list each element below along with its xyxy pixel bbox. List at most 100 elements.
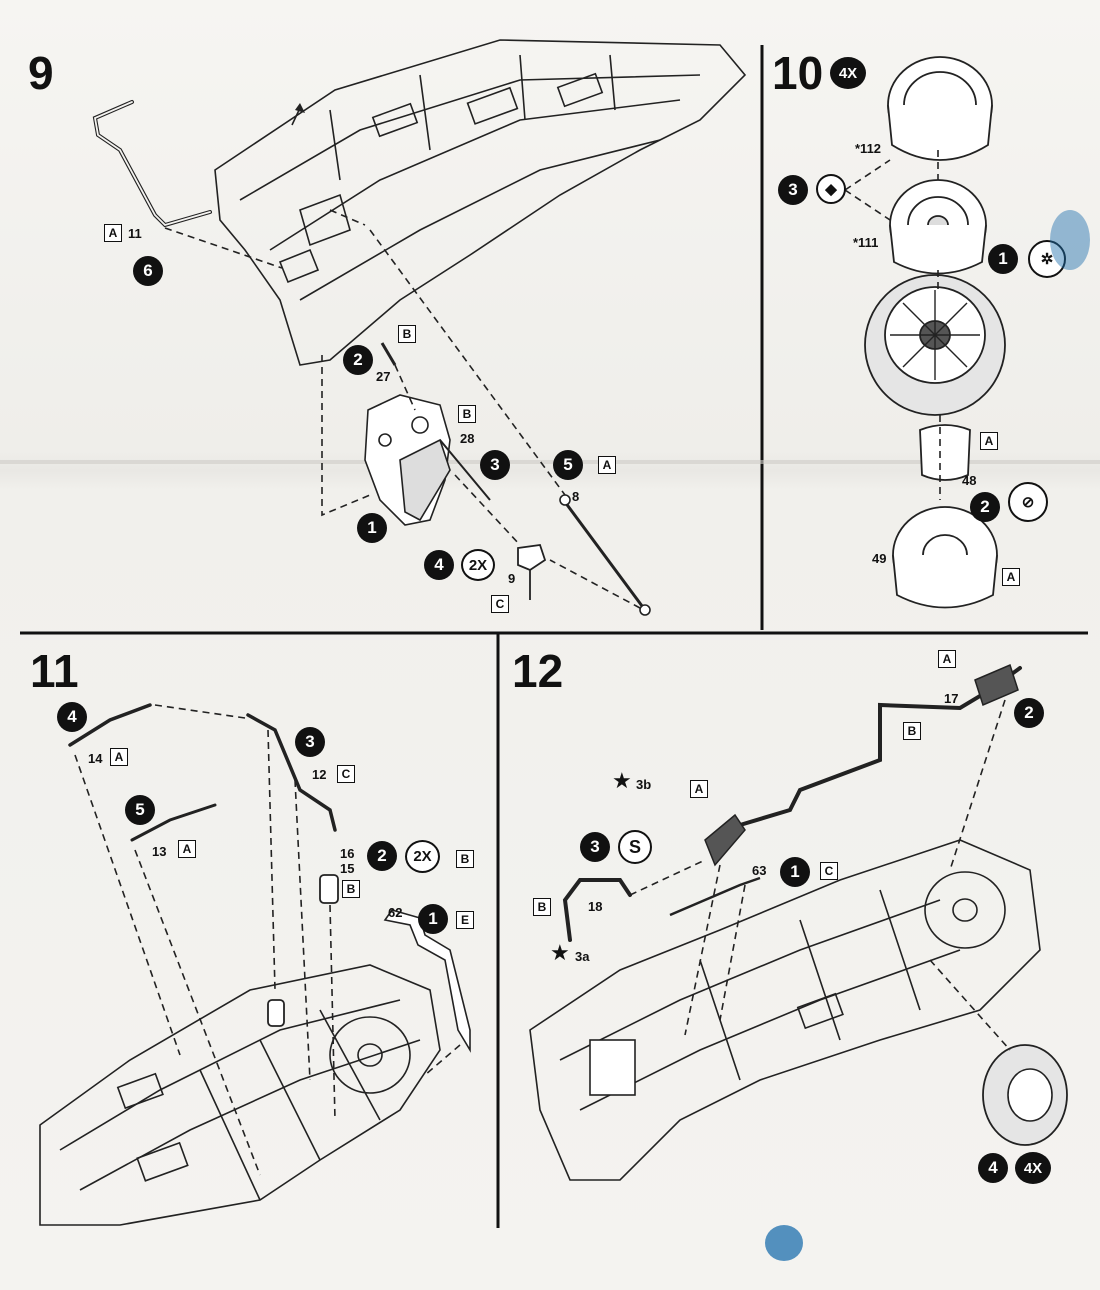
step9-leaders: [164, 209, 641, 609]
s10-part-48: 48: [962, 473, 977, 488]
s11-callout-1: 1: [418, 904, 448, 934]
s10-part-112: *112: [855, 141, 882, 156]
step-9-number: 9: [28, 47, 54, 99]
s12-star-3b-icon: ★: [612, 768, 632, 793]
s11-callout-5: 5: [125, 795, 155, 825]
s9-part-9: 9: [508, 571, 516, 586]
s12-tree-b-pipe: B: [903, 722, 921, 740]
s9-part-11: 11: [128, 226, 142, 241]
s11-part-14: 14: [88, 751, 103, 766]
step11-chassis: [39, 964, 441, 1226]
s10-glue-icon: ✲: [1028, 240, 1066, 278]
step12-chassis: [529, 839, 1041, 1181]
s11-callout-4: 4: [57, 702, 87, 732]
part-15-16: [319, 874, 339, 904]
s9-tree-a-5: A: [598, 456, 616, 474]
part-27-pin: [380, 342, 397, 366]
s11-part-12: 12: [312, 767, 327, 782]
part-8-eye: [559, 494, 571, 506]
step10-leaders: [844, 150, 941, 500]
s12-star-3b-label: 3b: [636, 777, 652, 792]
s11-tree-a-14: A: [110, 748, 128, 766]
s12-qty-4x: 4X: [1015, 1152, 1051, 1184]
s9-tree-c-9: C: [491, 595, 509, 613]
step9-direction-arrowhead: [295, 103, 305, 113]
part-28-rod: [439, 439, 491, 501]
s11-tree-c-12: C: [337, 765, 355, 783]
s12-paint-s: S: [618, 830, 652, 864]
s9-callout-3: 3: [480, 450, 510, 480]
s9-callout-4: 4: [424, 550, 454, 580]
s12-tree-b-18: B: [533, 898, 551, 916]
part-17-muffler: [974, 663, 1019, 707]
s10-tree-a-49: A: [1002, 568, 1020, 586]
s12-star-3a-icon: ★: [550, 940, 570, 965]
s10-sand-icon: ◆: [816, 174, 846, 204]
step10-wheel-parts: [864, 56, 1006, 609]
s11-tree-a-13: A: [178, 840, 196, 858]
s10-qty-4x: 4X: [830, 57, 866, 89]
s12-callout-2: 2: [1014, 698, 1044, 728]
step12-wheel-hub: [1007, 1068, 1053, 1122]
s12-tree-a-top: A: [938, 650, 956, 668]
s9-callout-1: 1: [357, 513, 387, 543]
part-8-end: [639, 604, 651, 616]
s12-star-3a-label: 3a: [575, 949, 590, 964]
s9-callout-2: 2: [343, 345, 373, 375]
step9-engine: [364, 394, 451, 526]
s10-tree-a-48: A: [980, 432, 998, 450]
s11-tree-e-62: E: [456, 911, 474, 929]
s9-tree-a-11: A: [104, 224, 122, 242]
part-13: [130, 803, 217, 842]
s9-part-28: 28: [460, 431, 475, 446]
step-10-number: 10: [772, 47, 824, 99]
part-62: [383, 909, 471, 1053]
ink-stain-top: [1050, 210, 1090, 270]
part-12: [246, 713, 337, 832]
s9-part-27: 27: [376, 369, 391, 384]
s9-qty-2x: 2X: [461, 549, 495, 581]
s12-part-63: 63: [752, 863, 767, 878]
s10-part-49: 49: [872, 551, 887, 566]
s9-callout-5: 5: [553, 450, 583, 480]
step12-leaders: [629, 699, 1011, 1051]
s10-callout-2: 2: [970, 492, 1000, 522]
s11-part-62: 62: [388, 905, 403, 920]
s9-tree-b-27: B: [398, 325, 416, 343]
s12-callout-1: 1: [780, 857, 810, 887]
part-11-bracket: [92, 100, 212, 228]
s10-no-glue-icon: ⊘: [1008, 482, 1048, 522]
part-18-tailpipe: [562, 878, 632, 942]
s9-tree-b-28: B: [458, 405, 476, 423]
part-15-installed: [267, 999, 285, 1027]
s12-callout-3: 3: [580, 832, 610, 862]
s12-callout-4: 4: [978, 1153, 1008, 1183]
s11-callout-3: 3: [295, 727, 325, 757]
part-14: [68, 703, 152, 747]
step9-chassis: [214, 39, 747, 366]
s12-part-17: 17: [944, 691, 959, 706]
s9-part-8: 8: [572, 489, 580, 504]
step10-spokes: [890, 290, 980, 380]
s10-part-111: *111: [853, 235, 879, 250]
part-a-muffler: [704, 813, 746, 867]
s11-part-15: 15: [340, 861, 355, 876]
s11-qty-2x: 2X: [405, 840, 440, 873]
s11-part-13: 13: [152, 844, 167, 859]
step-11-number: 11: [30, 645, 79, 697]
s11-callout-2: 2: [367, 841, 397, 871]
part-63: [669, 876, 761, 917]
s12-tree-c-63: C: [820, 862, 838, 880]
ink-stain-bottom: [765, 1225, 803, 1261]
step11-leaders: [74, 704, 461, 1176]
step-12-number: 12: [512, 645, 564, 697]
s12-tree-a-muffler: A: [690, 780, 708, 798]
part-11-bracket-highlight: [93, 101, 211, 227]
part-9: [517, 544, 547, 600]
part-8-rod: [563, 501, 647, 611]
s11-tree-b-16: B: [342, 880, 360, 898]
s10-callout-1: 1: [988, 244, 1018, 274]
s12-part-18: 18: [588, 899, 603, 914]
